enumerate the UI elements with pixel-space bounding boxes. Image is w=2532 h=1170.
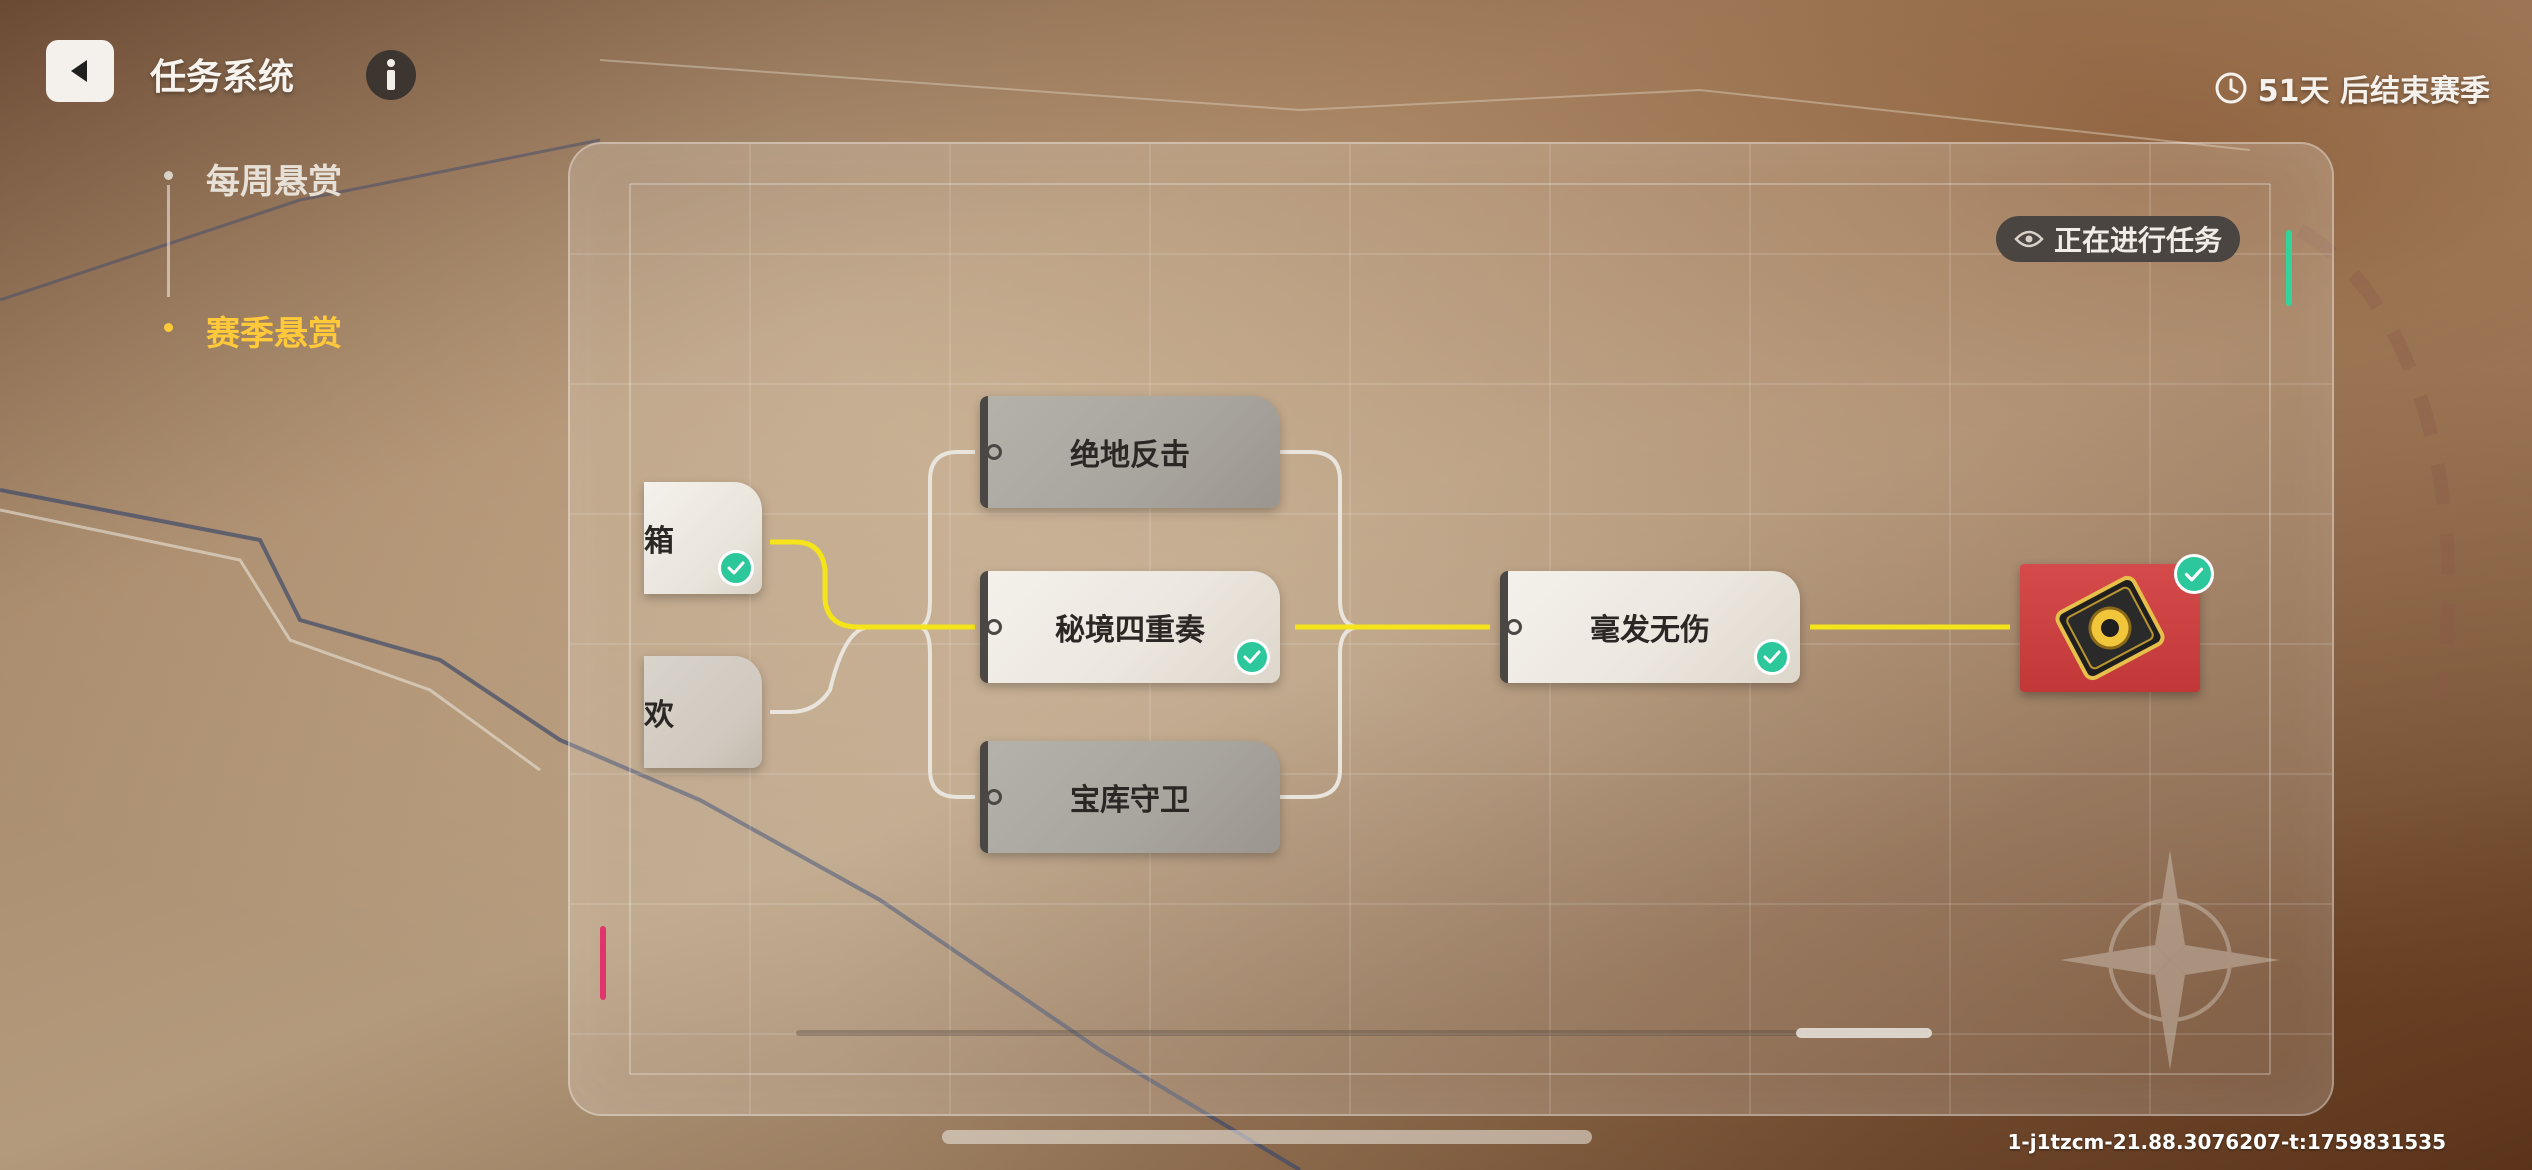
compass-icon xyxy=(2060,850,2280,1070)
status-chip: 正在进行任务 xyxy=(1996,216,2241,262)
horizontal-scroll-thumb[interactable] xyxy=(1796,1028,1932,1038)
horizontal-scroll-track[interactable] xyxy=(796,1030,1930,1036)
page-title: 任务系统 xyxy=(150,57,295,98)
clock-icon xyxy=(2215,72,2247,104)
side-nav-item-weekly[interactable]: 每周悬赏 xyxy=(206,162,342,202)
build-id-label: 1-j1tzcm-21.88.3076207-t:1759831535 xyxy=(2007,1130,2446,1154)
season-reward-card[interactable] xyxy=(2020,564,2200,692)
quest-node-jue-di-fan-ji[interactable]: 绝地反击 xyxy=(980,396,1280,508)
status-chip-label: 正在进行任务 xyxy=(2054,224,2223,257)
back-arrow-icon xyxy=(71,60,87,82)
node-left-bar xyxy=(1500,571,1508,683)
home-indicator-bar[interactable] xyxy=(942,1130,1592,1144)
info-button[interactable] xyxy=(366,50,416,100)
node-left-bar xyxy=(980,396,988,508)
gold-card-icon xyxy=(2055,575,2165,681)
nav-dot-season xyxy=(164,323,173,332)
season-timer: 51天 后结束赛季 xyxy=(2214,66,2490,110)
side-nav-item-season[interactable]: 赛季悬赏 xyxy=(206,314,342,354)
side-nav-connector xyxy=(167,185,170,297)
quest-node-partial-1[interactable]: 箱 xyxy=(644,482,762,594)
info-icon xyxy=(387,59,395,90)
quest-node-label: 秘境四重奏 xyxy=(1055,613,1205,648)
back-button[interactable] xyxy=(46,40,114,102)
node-connector-ring xyxy=(986,619,1002,635)
nav-dot-weekly xyxy=(164,171,173,180)
season-timer-text: 51天 后结束赛季 xyxy=(2257,74,2490,109)
reward-completed-check-icon xyxy=(2174,554,2214,594)
quest-node-mi-jing-si-chong-zou[interactable]: 秘境四重奏 xyxy=(980,571,1280,683)
node-left-bar xyxy=(980,741,988,853)
eye-icon xyxy=(2014,230,2044,248)
left-progress-indicator xyxy=(600,926,606,1000)
right-progress-indicator xyxy=(2286,230,2292,306)
quest-node-label: 宝库守卫 xyxy=(1070,783,1190,818)
node-left-bar xyxy=(980,571,988,683)
completed-check-icon xyxy=(718,550,754,586)
completed-check-icon xyxy=(1754,639,1790,675)
quest-node-hao-fa-wu-shang[interactable]: 毫发无伤 xyxy=(1500,571,1800,683)
node-connector-ring xyxy=(986,789,1002,805)
node-connector-ring xyxy=(1506,619,1522,635)
quest-node-partial-2[interactable]: 欢 xyxy=(644,656,762,768)
quest-node-label: 绝地反击 xyxy=(1070,438,1190,473)
quest-node-label: 箱 xyxy=(644,524,674,559)
quest-node-bao-ku-shou-wei[interactable]: 宝库守卫 xyxy=(980,741,1280,853)
quest-node-label: 欢 xyxy=(644,698,674,733)
node-connector-ring xyxy=(986,444,1002,460)
completed-check-icon xyxy=(1234,639,1270,675)
quest-node-label: 毫发无伤 xyxy=(1590,613,1710,648)
